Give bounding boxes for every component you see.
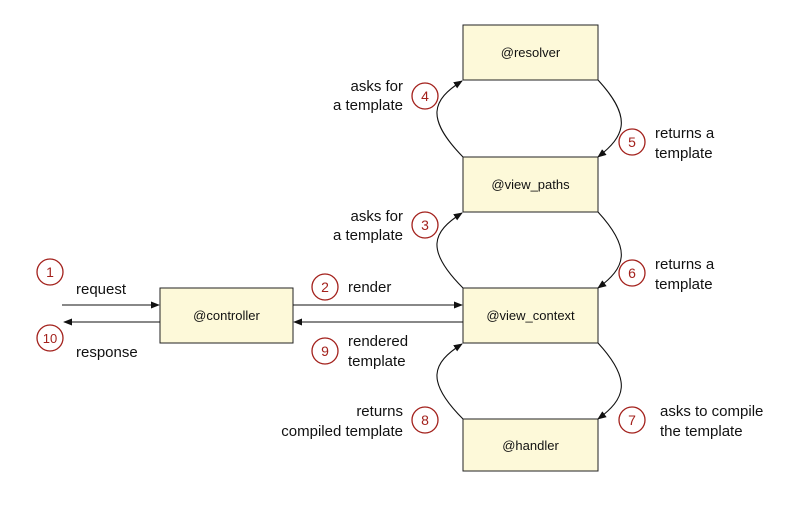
step-7-number: 7 (628, 412, 636, 428)
handler-label: @handler (502, 438, 559, 453)
step-2-label: render (348, 279, 391, 296)
view-paths-box: @view_paths (462, 156, 599, 213)
view-context-box: @view_context (462, 287, 599, 344)
asks-view-paths-arrow (436, 212, 464, 289)
step-6-badge (618, 259, 646, 287)
step-9-badge (311, 337, 339, 365)
step-3-number: 3 (421, 217, 429, 233)
step-4-label-line-1: asks for (350, 78, 403, 95)
step-6-label-line-1: returns a (655, 256, 715, 273)
view-paths-label: @view_paths (491, 177, 570, 192)
step-3: 3 asks for a template (333, 208, 439, 244)
step-9-number: 9 (321, 343, 329, 359)
step-8: 8 returns compiled template (281, 403, 439, 440)
view-context-label: @view_context (486, 308, 575, 323)
step-7: 7 asks to compile the template (618, 403, 763, 440)
step-5-label-line-2: template (655, 145, 713, 162)
step-3-badge (411, 211, 439, 239)
step-7-label-line-1: asks to compile (660, 403, 763, 420)
step-4-label-line-2: a template (333, 97, 403, 114)
step-1-badge (36, 258, 64, 286)
step-7-badge (618, 406, 646, 434)
step-8-number: 8 (421, 412, 429, 428)
step-3-label-line-2: a template (333, 227, 403, 244)
returns-from-view-paths-arrow (597, 211, 622, 289)
returns-compiled-arrow (436, 343, 464, 420)
step-9: 9 rendered template (311, 333, 408, 370)
step-4-badge (411, 82, 439, 110)
step-10-number: 10 (43, 331, 57, 346)
step-9-label-line-2: template (348, 353, 406, 370)
step-8-badge (411, 406, 439, 434)
step-7-label-line-2: the template (660, 423, 743, 440)
step-5-label-line-1: returns a (655, 125, 715, 142)
step-2-number: 2 (321, 279, 329, 295)
step-8-label-line-1: returns (356, 403, 403, 420)
controller-label: @controller (193, 308, 260, 323)
step-1-number: 1 (46, 264, 54, 280)
step-5: 5 returns a template (618, 125, 715, 162)
step-10-label: response (76, 344, 138, 361)
step-6-number: 6 (628, 265, 636, 281)
asks-resolver-arrow (436, 80, 464, 158)
step-4: 4 asks for a template (333, 78, 439, 114)
step-2: 2 render (311, 273, 391, 301)
step-6-label-line-2: template (655, 276, 713, 293)
step-10: 10 response (36, 324, 138, 361)
step-5-badge (618, 128, 646, 156)
step-9-label-line-1: rendered (348, 333, 408, 350)
step-1: 1 request (36, 258, 127, 298)
step-6: 6 returns a template (618, 256, 715, 293)
handler-box: @handler (462, 418, 599, 472)
step-10-badge (36, 324, 64, 352)
step-8-label-line-2: compiled template (281, 423, 403, 440)
step-1-label: request (76, 281, 127, 298)
controller-box: @controller (159, 287, 294, 344)
resolver-box: @resolver (462, 24, 599, 81)
step-5-number: 5 (628, 134, 636, 150)
returns-from-resolver-arrow (597, 79, 622, 158)
resolver-label: @resolver (501, 45, 561, 60)
step-2-badge (311, 273, 339, 301)
step-3-label-line-1: asks for (350, 208, 403, 225)
step-4-number: 4 (421, 88, 429, 104)
asks-to-compile-arrow (597, 342, 622, 420)
